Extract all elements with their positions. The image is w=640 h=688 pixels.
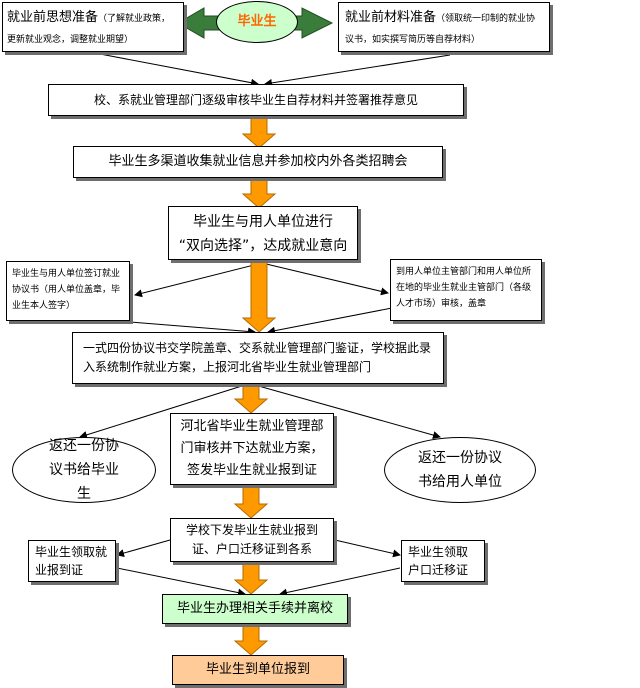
- return-graduate-text: 返还一份协议书给毕业生: [49, 438, 119, 502]
- submit-line2: 入系统制作就业方案，上报河北省毕业生就业管理部门: [83, 360, 372, 374]
- sign-agreement-text: 毕业生与用人单位签订就业协议书（用人单位盖章，毕业生本人签字）: [12, 269, 121, 311]
- connector-line: [267, 307, 393, 335]
- orange-down-arrow: [233, 384, 269, 414]
- selection-box: 毕业生与用人单位进行 “双向选择”，达成就业意向: [168, 206, 358, 260]
- orange-down-arrow: [241, 260, 277, 333]
- sign-agreement-box: 毕业生与用人单位签订就业协议书（用人单位盖章，毕业生本人签字）: [6, 261, 130, 321]
- connector-line: [116, 567, 246, 597]
- prep-materials-box: 就业前材料准备（领取统一印制的就业协议书，如实撰写简历等自荐材料）: [338, 2, 550, 52]
- prep-thought-note: （了解就业政策，更新就业观念，调整就业期望）: [7, 14, 171, 45]
- return-graduate-ellipse: 返还一份协议书给毕业生: [12, 437, 156, 503]
- employer-review-box: 到用人单位主管部门和用人单位所在地的毕业生就业主管部门（各级人才市场）审核，盖章: [390, 259, 542, 321]
- graduate-label: 毕业生: [237, 14, 277, 29]
- prep-materials-note: （领取统一印制的就业协议书，如实撰写简历等自荐材料）: [345, 14, 536, 45]
- submit-box: 一式四份协议书交学院盖章、交系就业管理部门鉴证，学校据此录 入系统制作就业方案，…: [72, 332, 444, 384]
- report-text: 毕业生到单位报到: [205, 662, 310, 677]
- return-employer-ellipse: 返还一份协议书给用人单位: [384, 437, 536, 503]
- school-issue-box: 学校下发毕业生就业报到证、户口迁移证到各系: [170, 518, 334, 562]
- orange-down-arrow: [241, 116, 277, 149]
- collect-report-cert-box: 毕业生领取就业报到证: [28, 540, 116, 582]
- connector-line: [116, 539, 171, 557]
- collect-hukou-cert-box: 毕业生领取户口迁移证: [401, 540, 485, 582]
- connector-line: [264, 54, 451, 87]
- prep-thought-box: 就业前思想准备（了解就业政策，更新就业观念，调整就业期望）: [2, 2, 184, 52]
- connector-line: [79, 384, 246, 439]
- province-review-text: 河北省毕业生就业管理部门审核并下达就业方案，签发毕业生就业报到证: [180, 419, 324, 478]
- collect-hukou-cert-text: 毕业生领取户口迁移证: [408, 545, 469, 577]
- connector-line: [99, 53, 259, 87]
- graduate-ellipse: 毕业生: [216, 1, 298, 43]
- collect-box: 毕业生多渠道收集就业信息并参加校内外各类招聘会: [73, 146, 443, 178]
- collect-text: 毕业生多渠道收集就业信息并参加校内外各类招聘会: [108, 154, 408, 169]
- review-box: 校、系就业管理部门逐级审核毕业生自荐材料并签署推荐意见: [48, 84, 464, 116]
- leave-school-box: 毕业生办理相关手续并离校: [162, 594, 348, 624]
- collect-report-cert-text: 毕业生领取就业报到证: [35, 545, 108, 577]
- orange-down-arrow: [233, 561, 269, 595]
- province-review-box: 河北省毕业生就业管理部门审核并下达就业方案，签发毕业生就业报到证: [170, 413, 334, 485]
- prep-materials-title: 就业前材料准备: [345, 10, 437, 25]
- leave-school-text: 毕业生办理相关手续并离校: [176, 601, 333, 616]
- prep-thought-title: 就业前思想准备: [7, 10, 99, 25]
- report-box: 毕业生到单位报到: [172, 655, 344, 685]
- connector-line: [261, 262, 389, 296]
- orange-down-arrow: [233, 624, 269, 656]
- orange-down-arrow: [241, 178, 277, 209]
- orange-down-arrow: [233, 485, 269, 519]
- submit-line1: 一式四份协议书交学院盖章、交系就业管理部门鉴证，学校据此录: [83, 341, 432, 355]
- connector-line: [334, 539, 401, 558]
- return-employer-text: 返还一份协议书给用人单位: [418, 450, 502, 490]
- review-text: 校、系就业管理部门逐级审核毕业生自荐材料并签署推荐意见: [93, 93, 418, 107]
- selection-line2: “双向选择”，达成就业意向: [178, 238, 348, 254]
- selection-line1: 毕业生与用人单位进行: [193, 214, 333, 230]
- school-issue-text: 学校下发毕业生就业报到证、户口迁移证到各系: [185, 523, 318, 556]
- connector-line: [254, 384, 441, 439]
- employer-review-text: 到用人单位主管部门和用人单位所在地的毕业生就业主管部门（各级人才市场）审核，盖章: [396, 267, 532, 309]
- connector-line: [129, 321, 256, 336]
- connector-line: [279, 567, 401, 597]
- connector-line: [134, 262, 263, 298]
